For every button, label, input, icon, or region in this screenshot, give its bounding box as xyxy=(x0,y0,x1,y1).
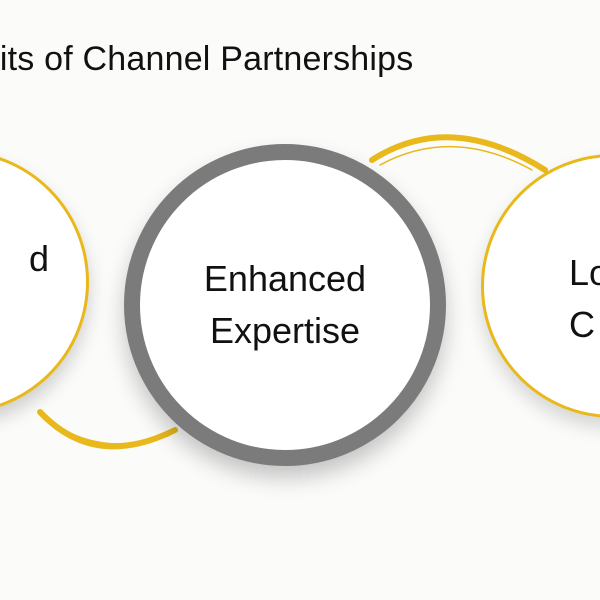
connector-arc-right-outer xyxy=(369,134,548,173)
connector-arc-left-inner xyxy=(47,419,169,445)
connector-arc-left-outer xyxy=(37,409,178,450)
connector-arc-right-inner xyxy=(379,145,533,171)
benefit-center-line-1: Enhanced xyxy=(203,257,367,299)
benefit-center-label: Enhanced Expertise xyxy=(204,253,366,357)
benefit-right-line-2: C xyxy=(569,304,595,346)
benefit-circle-center-inner: Enhanced Expertise xyxy=(155,175,415,435)
benefit-right-line-1: Lo xyxy=(569,252,600,293)
diagram-title: nefits of Channel Partnerships xyxy=(0,40,414,78)
benefit-left-line-1: d xyxy=(28,238,49,279)
benefit-left-label: d xyxy=(29,233,49,285)
benefit-circle-center: Enhanced Expertise xyxy=(124,144,446,466)
benefit-center-line-2: Expertise xyxy=(209,310,361,351)
benefit-right-label: Lo C xyxy=(569,247,600,351)
